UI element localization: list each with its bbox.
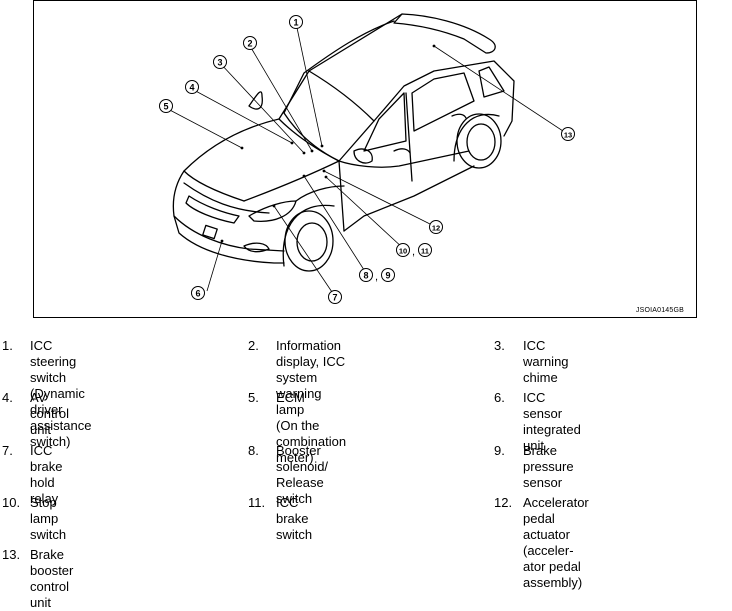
legend-number: 12. [494,495,513,510]
leader-lines [165,22,567,296]
callout-separators: , , [375,246,415,283]
legend-number: 2. [248,338,259,353]
callout-4: 4 [189,83,194,93]
legend-number: 6. [494,390,505,405]
callout-9: 9 [385,271,390,281]
legend-text: Booster solenoid/ Release switch [276,443,329,506]
legend-text: Brake pressure sensor [523,443,574,490]
callout-11: 11 [421,247,429,256]
legend-text: ICC steering switch (Dynamic driver assi… [30,338,92,449]
legend-text: Stop lamp switch [30,495,67,542]
legend-number: 9. [494,443,505,458]
callout-labels: 1 2 3 4 5 6 7 8 9 10 11 12 13 [163,18,572,303]
callout-13: 13 [564,131,572,140]
legend-text: ICC brake hold relay [30,443,63,506]
callout-7: 7 [332,293,337,303]
legend-text: ICC brake switch [276,495,313,542]
component-location-figure: 1 2 3 4 5 6 7 8 9 10 11 12 13 , , JSOIA0… [33,0,697,318]
car-illustration [172,13,515,272]
legend-number: 8. [248,443,259,458]
legend-number: 5. [248,390,259,405]
legend-text: Brake booster control unit [30,547,74,610]
legend-number: 1. [2,338,13,353]
callout-8: 8 [363,271,368,281]
separator-10-11: , [412,246,415,258]
callout-5: 5 [163,102,168,112]
legend-number: 3. [494,338,505,353]
legend-text: Accelerator pedal actuator (acceler- ato… [523,495,589,590]
legend-number: 13. [2,547,21,562]
legend-number: 4. [2,390,13,405]
legend-number: 10. [2,495,21,510]
legend-text: Information display, ICC system warning … [276,338,347,465]
leader-dots [220,44,436,243]
legend-text: ECM [276,390,305,405]
callout-circles [159,15,575,304]
callout-2: 2 [247,39,252,49]
vehicle-diagram: 1 2 3 4 5 6 7 8 9 10 11 12 13 , , [159,13,575,304]
legend-number: 11. [248,495,266,510]
callout-1: 1 [293,18,298,28]
legend-number: 7. [2,443,13,458]
legend-text: ICC warning chime [523,338,569,385]
callout-10: 10 [399,247,407,256]
callout-12: 12 [432,224,440,233]
callout-6: 6 [195,289,200,299]
callout-3: 3 [217,58,222,68]
separator-8-9: , [375,271,378,283]
figure-code: JSOIA0145GB [635,307,684,314]
legend-text: ICC sensor integrated unit [523,390,581,453]
legend-text: AV control unit [30,390,70,437]
